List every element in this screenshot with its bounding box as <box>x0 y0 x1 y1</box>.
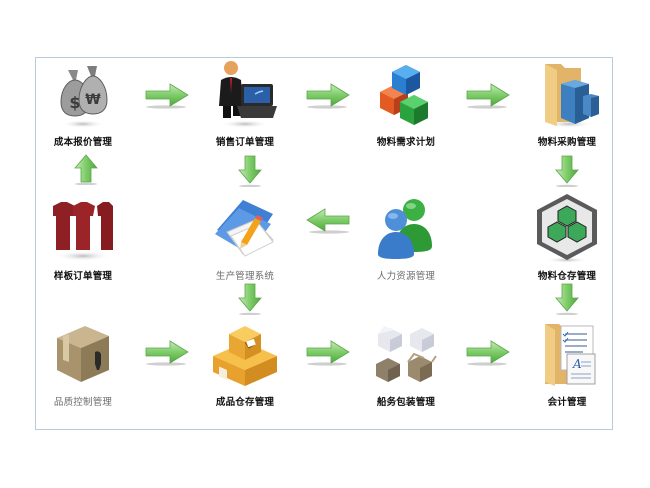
node-quality[interactable]: 品质控制管理 <box>28 318 138 408</box>
node-label: 会计管理 <box>547 397 587 408</box>
node-material-warehouse[interactable]: 物料仓存管理 <box>512 192 622 282</box>
hexagon-cubes-icon <box>531 192 603 264</box>
arrow-right <box>305 83 351 109</box>
node-label: 销售订单管理 <box>215 137 275 148</box>
stacked-boxes-icon <box>209 318 281 390</box>
node-mrp[interactable]: 物料需求计划 <box>351 58 461 148</box>
folder-buildings-icon <box>531 58 603 130</box>
arrow-down <box>237 283 263 315</box>
folder-documents-icon: A <box>531 318 603 390</box>
node-label: 品质控制管理 <box>53 397 113 408</box>
node-label: 物料采购管理 <box>537 137 597 148</box>
arrow-right <box>305 340 351 366</box>
node-label: 物料需求计划 <box>376 137 436 148</box>
arrow-right <box>465 83 511 109</box>
node-accounting[interactable]: A 会计管理 <box>512 318 622 408</box>
node-label: 样板订单管理 <box>53 271 113 282</box>
svg-text:₩: ₩ <box>85 92 101 108</box>
node-purchasing[interactable]: 物料采购管理 <box>512 58 622 148</box>
arrow-up <box>73 153 99 185</box>
money-bags-icon: $ ₩ <box>47 58 119 130</box>
node-label: 物料仓存管理 <box>537 271 597 282</box>
arrow-left <box>305 208 351 234</box>
businessman-laptop-icon <box>209 58 281 130</box>
users-icon <box>370 192 442 264</box>
shirts-icon <box>47 192 119 264</box>
node-sales-order[interactable]: 销售订单管理 <box>190 58 300 148</box>
node-label: 成本报价管理 <box>53 137 113 148</box>
arrow-right <box>465 340 511 366</box>
svg-text:$: $ <box>69 93 80 112</box>
node-label: 船务包装管理 <box>376 397 436 408</box>
node-shipping[interactable]: 船务包装管理 <box>351 318 461 408</box>
arrow-right <box>144 83 190 109</box>
colored-cubes-icon <box>370 58 442 130</box>
diagram-frame <box>35 57 613 430</box>
open-boxes-icon <box>370 318 442 390</box>
node-label: 成品仓存管理 <box>215 397 275 408</box>
node-hr[interactable]: 人力资源管理 <box>351 192 461 282</box>
node-label: 生产管理系统 <box>215 271 275 282</box>
node-sample-order[interactable]: 样板订单管理 <box>28 192 138 282</box>
arrow-down <box>554 155 580 187</box>
node-label: 人力资源管理 <box>376 271 436 282</box>
node-finished-warehouse[interactable]: 成品仓存管理 <box>190 318 300 408</box>
svg-text:A: A <box>572 357 582 371</box>
node-production[interactable]: 生产管理系统 <box>190 192 300 282</box>
arrow-down <box>554 283 580 315</box>
arrow-right <box>144 340 190 366</box>
node-cost-quote[interactable]: $ ₩ 成本报价管理 <box>28 58 138 148</box>
cardboard-box-icon <box>47 318 119 390</box>
folder-pencil-icon <box>209 192 281 264</box>
arrow-down <box>237 155 263 187</box>
